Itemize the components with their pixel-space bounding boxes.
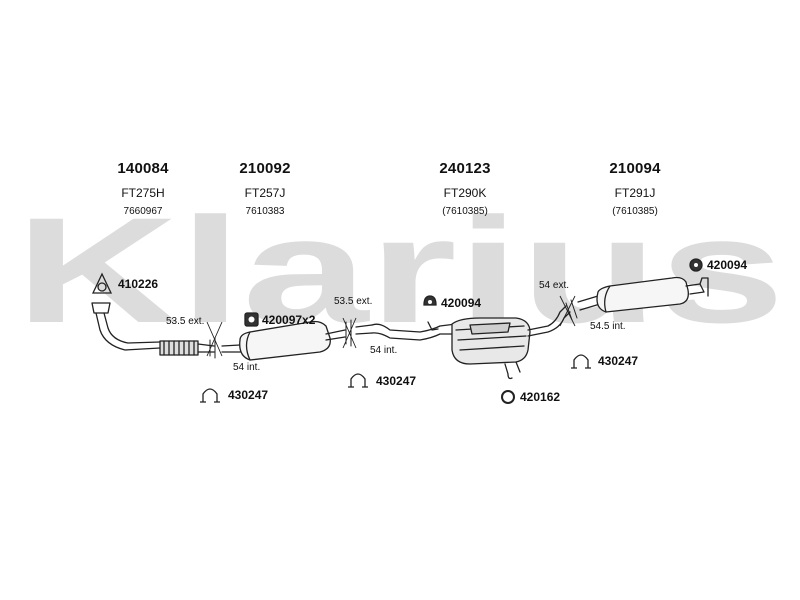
part-number-center-box: 240123 <box>439 160 491 177</box>
clamp-icon <box>571 354 591 369</box>
svg-text:Klarius: Klarius <box>15 186 785 354</box>
clamp-icon <box>200 388 220 403</box>
clamp-icon <box>348 373 368 388</box>
part-code-front-pipe: FT275H <box>121 186 165 200</box>
fitting-label-420094-mid: 420094 <box>441 296 482 310</box>
dimension-label: 53.5 ext. <box>334 296 373 307</box>
dimension-label: 54 int. <box>370 345 398 356</box>
rubber-mount-icon <box>244 312 259 327</box>
fitting-label-410226: 410226 <box>118 277 159 291</box>
part-ref-rear-silencer: (7610385) <box>612 206 658 217</box>
part-code-rear-silencer: FT291J <box>614 186 656 200</box>
part-number-rear-silencer: 210094 <box>609 160 661 177</box>
dimension-label: 54 int. <box>233 362 261 373</box>
fitting-label-430247-left: 430247 <box>228 388 269 402</box>
part-ref-front-pipe: 7660967 <box>123 206 163 217</box>
part-number-middle-silencer: 210092 <box>239 160 291 177</box>
fitting-label-430247-mid: 430247 <box>376 374 417 388</box>
part-code-middle-silencer: FT257J <box>244 186 286 200</box>
part-number-front-pipe: 140084 <box>117 160 169 177</box>
rear-silencer-part <box>577 276 709 313</box>
fitting-label-430247-right: 430247 <box>598 354 639 368</box>
center-box-part <box>355 299 578 380</box>
part-ref-center-box: (7610385) <box>442 206 488 217</box>
gasket-icon <box>91 272 113 294</box>
dimension-label: 53.5 ext. <box>166 316 205 327</box>
fitting-label-420097: 420097x2 <box>262 313 316 327</box>
dimension-label: 54 ext. <box>539 280 570 291</box>
ring-icon <box>501 390 515 404</box>
middle-silencer-part <box>221 319 352 361</box>
fitting-label-420094-right: 420094 <box>707 258 748 272</box>
rubber-mount-icon <box>423 295 437 306</box>
part-code-center-box: FT290K <box>443 186 487 200</box>
dimension-label: 54.5 int. <box>590 321 626 332</box>
fitting-label-420162: 420162 <box>520 390 561 404</box>
rubber-mount-icon <box>689 258 703 272</box>
part-ref-middle-silencer: 7610383 <box>245 206 285 217</box>
